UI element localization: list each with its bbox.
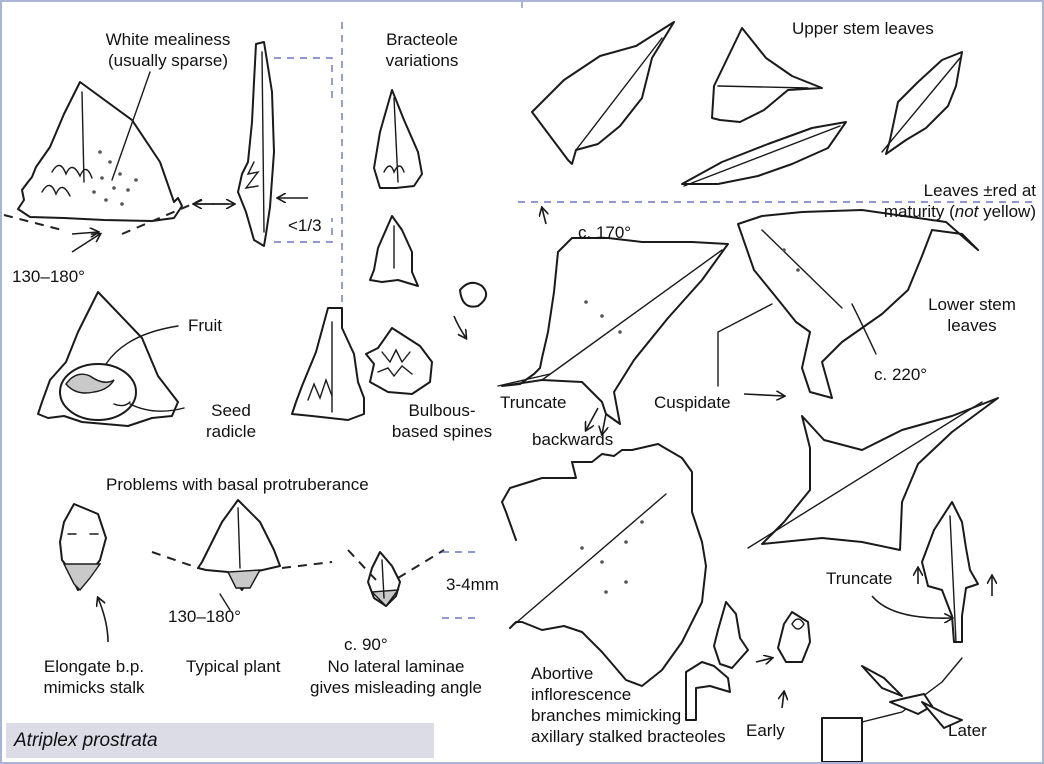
label-white-mealiness: White mealiness (usually sparse) [86, 29, 250, 71]
label-cuspidate: Cuspidate [654, 392, 731, 413]
label-angle-170: c. 170° [578, 222, 631, 243]
label-lower-stem-leaves: Lower stem leaves [906, 294, 1038, 336]
label-later: Later [948, 720, 987, 741]
label-bulbous-spines: Bulbous- based spines [382, 400, 502, 442]
fruit-drawing [38, 292, 184, 426]
label-fruit: Fruit [188, 315, 222, 336]
label-elongate-bp: Elongate b.p. mimicks stalk [28, 656, 160, 698]
label-angle-220: c. 220° [874, 364, 927, 385]
label-fraction: <1/3 [288, 215, 322, 236]
label-angle-130-180-typical: 130–180° [168, 606, 241, 627]
label-backwards: backwards [532, 429, 613, 450]
label-no-lateral-laminae: No lateral laminae gives misleading angl… [292, 656, 500, 698]
label-leaves-red: Leaves ±red at maturity (not yellow) [822, 180, 1036, 222]
label-angle-130-180-top: 130–180° [12, 266, 85, 287]
label-truncate-1: Truncate [500, 392, 566, 413]
label-angle-90: c. 90° [344, 634, 388, 655]
label-problems-basal-protruberance: Problems with basal protruberance [106, 474, 369, 495]
protruberance-figures [60, 500, 480, 642]
label-truncate-2: Truncate [826, 568, 892, 589]
label-seed-radicle: Seed radicle [188, 400, 274, 442]
upper-stem-leaves [532, 22, 962, 186]
label-early: Early [746, 720, 785, 741]
bracteole-main [4, 72, 234, 252]
bracteole-variations [370, 90, 422, 286]
abortive-branches [686, 602, 962, 762]
label-typical-plant: Typical plant [186, 656, 281, 677]
label-bracteole-variations: Bracteole variations [374, 29, 470, 71]
cuspidate-leaf [502, 444, 706, 686]
label-upper-stem-leaves: Upper stem leaves [792, 18, 934, 39]
species-name: Atriplex prostrata [6, 723, 434, 758]
label-abortive-inflorescence: Abortive inflorescence branches mimickin… [531, 663, 726, 747]
label-size-3-4mm: 3-4mm [446, 574, 499, 595]
